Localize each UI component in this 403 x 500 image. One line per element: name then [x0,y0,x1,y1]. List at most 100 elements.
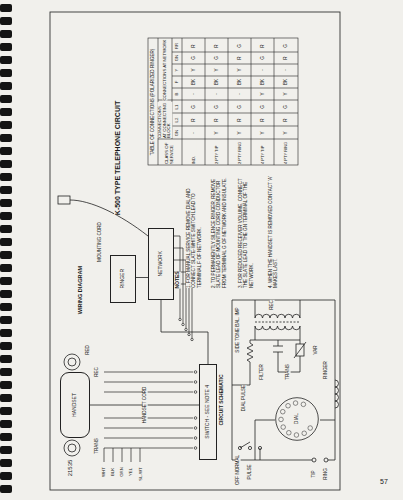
table-grid [274,38,275,165]
wire [104,418,193,419]
table-cell: BK [214,79,219,85]
label: 57 [380,478,388,486]
table-cell: Y [191,68,196,71]
binder-ring [0,4,12,12]
binder-ring [0,199,12,207]
switch-contact [238,442,261,460]
wire [104,382,193,383]
table-cell: - [191,93,196,95]
label: RINGER [323,361,328,379]
label: CLASS OF SERVICE [165,140,175,164]
handset-symbol [68,444,76,452]
table-grid [172,52,298,53]
binder-ring [0,173,12,181]
binder-ring [0,316,12,324]
binder-ring [0,251,12,259]
table-grid [228,38,229,165]
terminal [312,458,328,462]
wire [104,448,193,449]
ringer-coil [335,380,339,408]
table-cell: R [191,44,196,47]
title: K-500 TYPE TELEPHONE CIRCUIT [114,101,122,215]
wire [174,284,192,338]
handset-symbol [64,440,80,456]
binder-ring [0,329,12,337]
table-cell: Y [214,131,219,134]
wire [140,448,141,462]
label: CONNECTIONS AT NETWORK [163,40,168,101]
table-cell: R [260,44,265,47]
table-cell: BK [237,79,242,85]
table-grid [172,76,298,77]
table-cell: Y [283,92,288,95]
label: NOTES [175,271,181,288]
binder-ring [0,134,12,142]
resistor-symbol [247,340,253,365]
binder-ring [0,472,12,480]
table-grid [158,100,298,101]
label: 4. WHEN THE HANDSET IS REMOVED CONTACT '… [268,176,279,288]
mounting-cord [58,196,148,236]
table-cell: R [214,44,219,47]
label: TRANS [94,438,99,454]
binder-ring [0,381,12,389]
table-cell: G [191,56,196,60]
table-cell: L2 [175,117,180,122]
label: REC [94,367,99,377]
label: TRANS [285,364,290,380]
table-cell: F [175,81,180,84]
table-grid [172,113,298,114]
label: DIAL PULSE [241,385,246,411]
table-cell: G [237,105,242,109]
table-cell: Y [260,92,265,95]
induction-coil [255,322,300,323]
table-cell: 2 PTY TIP [214,140,219,164]
wire [174,248,183,323]
table-cell: - [283,69,288,71]
binder-ring [0,277,12,285]
table-cell: G [283,105,288,109]
table-cell: R [283,56,288,59]
wire-connector [136,277,148,278]
table-cell: Y [283,131,288,134]
label: WHT [102,467,107,477]
table-cell: G [237,44,242,48]
label: 21535 [67,460,74,477]
wire [194,391,197,394]
wire [194,437,197,440]
table-cell: G [260,105,265,109]
table-cell: BK [260,79,265,85]
label: YEL [129,468,134,476]
binder-ring [0,56,12,64]
table-cell: R [214,118,219,121]
induction-coil [255,314,300,330]
label: TABLE OF CONNECTIONS (POLARIZED RINGER) [150,49,155,156]
binder-ring [0,212,12,220]
label: SL-WT [139,467,144,480]
binder-ring [0,108,12,116]
table-grid [182,38,183,165]
binder-ring [0,4,12,493]
label: TIP [311,470,316,477]
table-cell: B [175,93,180,96]
binder-ring [0,355,12,363]
label: GRN [120,467,125,477]
wire [104,428,193,429]
label: FILTER [259,364,264,379]
table-cell: Y [214,68,219,71]
table-grid [148,38,298,165]
label: BLK [111,468,116,476]
label: RING [323,468,328,479]
binder-ring [0,43,12,51]
binder-ring [0,368,12,376]
table-cell: 2 PTY RING [237,140,242,164]
wire [194,427,197,430]
binder-ring [0,160,12,168]
table-cell: Y [175,69,180,72]
table-cell: L1 [175,104,180,109]
wire [194,371,197,374]
switch-contact [240,442,260,460]
label: CIRCUIT SCHEMATIC [219,374,225,425]
table-cell: G [283,44,288,48]
wire [185,328,187,330]
